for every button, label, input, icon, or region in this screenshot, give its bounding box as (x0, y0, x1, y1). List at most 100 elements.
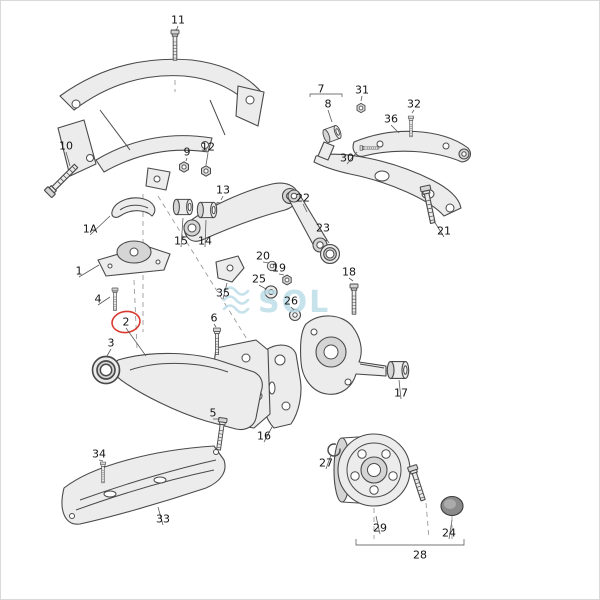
bushing-17 (386, 361, 410, 379)
bushing-15 (172, 198, 194, 216)
callout-26: 26 (284, 295, 298, 308)
leader-line-30 (346, 151, 358, 165)
callout-35: 35 (216, 287, 230, 300)
callout-14: 14 (198, 235, 212, 248)
leader-line-22 (302, 203, 308, 213)
leader-line-3 (106, 348, 112, 357)
leader-line-1 (78, 264, 100, 278)
callout-30: 30 (340, 152, 354, 165)
bolt-10 (43, 161, 81, 199)
part-hub-assembly (327, 433, 411, 507)
leader-line-31 (360, 95, 363, 102)
bolt-18 (349, 283, 359, 315)
part-blade-arm-36 (352, 130, 471, 163)
callout-11: 11 (171, 14, 185, 27)
highlight-circle-part-2 (111, 310, 141, 334)
callout-2: 2 (123, 316, 130, 329)
leader-line-33 (157, 506, 164, 526)
leader-line-19 (278, 273, 285, 276)
leader-line-29 (375, 515, 381, 535)
leader-line-17 (398, 379, 402, 400)
callout-12: 12 (201, 141, 215, 154)
nut-12 (201, 165, 211, 177)
nut-9 (179, 161, 189, 173)
group-bracket-28 (355, 539, 465, 546)
leader-line-12 (205, 152, 209, 166)
bushing-8 (321, 124, 343, 144)
leader-line-11 (175, 25, 179, 32)
callout-36: 36 (384, 113, 398, 126)
leader-line-27 (325, 454, 332, 470)
nut-19 (282, 274, 292, 286)
leader-line-4 (97, 296, 111, 306)
callout-8: 8 (325, 98, 332, 111)
leader-line-1A (89, 215, 111, 236)
callout-7: 7 (318, 83, 325, 96)
callout-19: 19 (272, 262, 286, 275)
bolt-11 (170, 29, 180, 61)
callout-25: 25 (252, 273, 266, 286)
leader-line-14 (204, 219, 207, 248)
callout-5: 5 (210, 407, 217, 420)
bushing-23 (319, 243, 341, 265)
leader-line-25 (258, 284, 267, 290)
group-bracket-7 (309, 93, 343, 97)
callout-29: 29 (373, 522, 387, 535)
leader-line-34 (98, 459, 104, 462)
callout-16: 16 (257, 430, 271, 443)
watermark: SOL (222, 285, 330, 320)
leader-line-24 (448, 519, 453, 540)
leader-line-16 (263, 426, 273, 443)
part-heat-shield-33 (61, 445, 226, 525)
leader-line-36 (390, 124, 400, 134)
callout-20: 20 (256, 250, 270, 263)
leader-line-20 (262, 261, 270, 264)
leader-line-35 (222, 282, 228, 300)
callout-9: 9 (184, 146, 191, 159)
leader-line-21 (433, 220, 445, 238)
callout-18: 18 (342, 266, 356, 279)
callout-28: 28 (413, 549, 427, 562)
callout-17: 17 (394, 387, 408, 400)
callout-22: 22 (296, 192, 310, 205)
leader-line-6 (213, 323, 217, 328)
watermark-text: SOL (258, 285, 330, 320)
callout-6: 6 (211, 312, 218, 325)
callout-10: 10 (59, 140, 73, 153)
bushing-14 (196, 201, 218, 219)
leader-line-18 (348, 277, 354, 282)
part-subframe (57, 58, 265, 191)
part-trailing-arm (112, 339, 271, 431)
waves-icon (222, 286, 250, 314)
callout-21: 21 (437, 225, 451, 238)
callout-34: 34 (92, 448, 106, 461)
callout-1A: 1A (83, 223, 98, 236)
leader-line-23 (322, 233, 330, 244)
leader-line-13 (220, 195, 224, 201)
part-bracket-35 (215, 255, 245, 283)
snap-ring-27 (327, 443, 341, 457)
callout-1: 1 (76, 265, 83, 278)
callout-4: 4 (95, 293, 102, 306)
leader-line-2 (125, 327, 147, 357)
callout-13: 13 (216, 184, 230, 197)
part-bump-stop-1A (111, 197, 156, 218)
callout-31: 31 (355, 84, 369, 97)
callout-24: 24 (442, 527, 456, 540)
leader-line-8 (327, 109, 333, 123)
callout-27: 27 (319, 457, 333, 470)
leader-line-10 (65, 151, 71, 167)
part-knuckle (299, 315, 387, 395)
callout-32: 32 (407, 98, 421, 111)
cap-24 (440, 495, 464, 517)
leader-line-9 (185, 157, 188, 162)
callout-33: 33 (156, 513, 170, 526)
bushing-3 (91, 355, 121, 385)
leader-line-26 (290, 306, 295, 311)
callout-23: 23 (316, 222, 330, 235)
nut-31 (356, 102, 366, 114)
bolt-4 (111, 287, 119, 312)
